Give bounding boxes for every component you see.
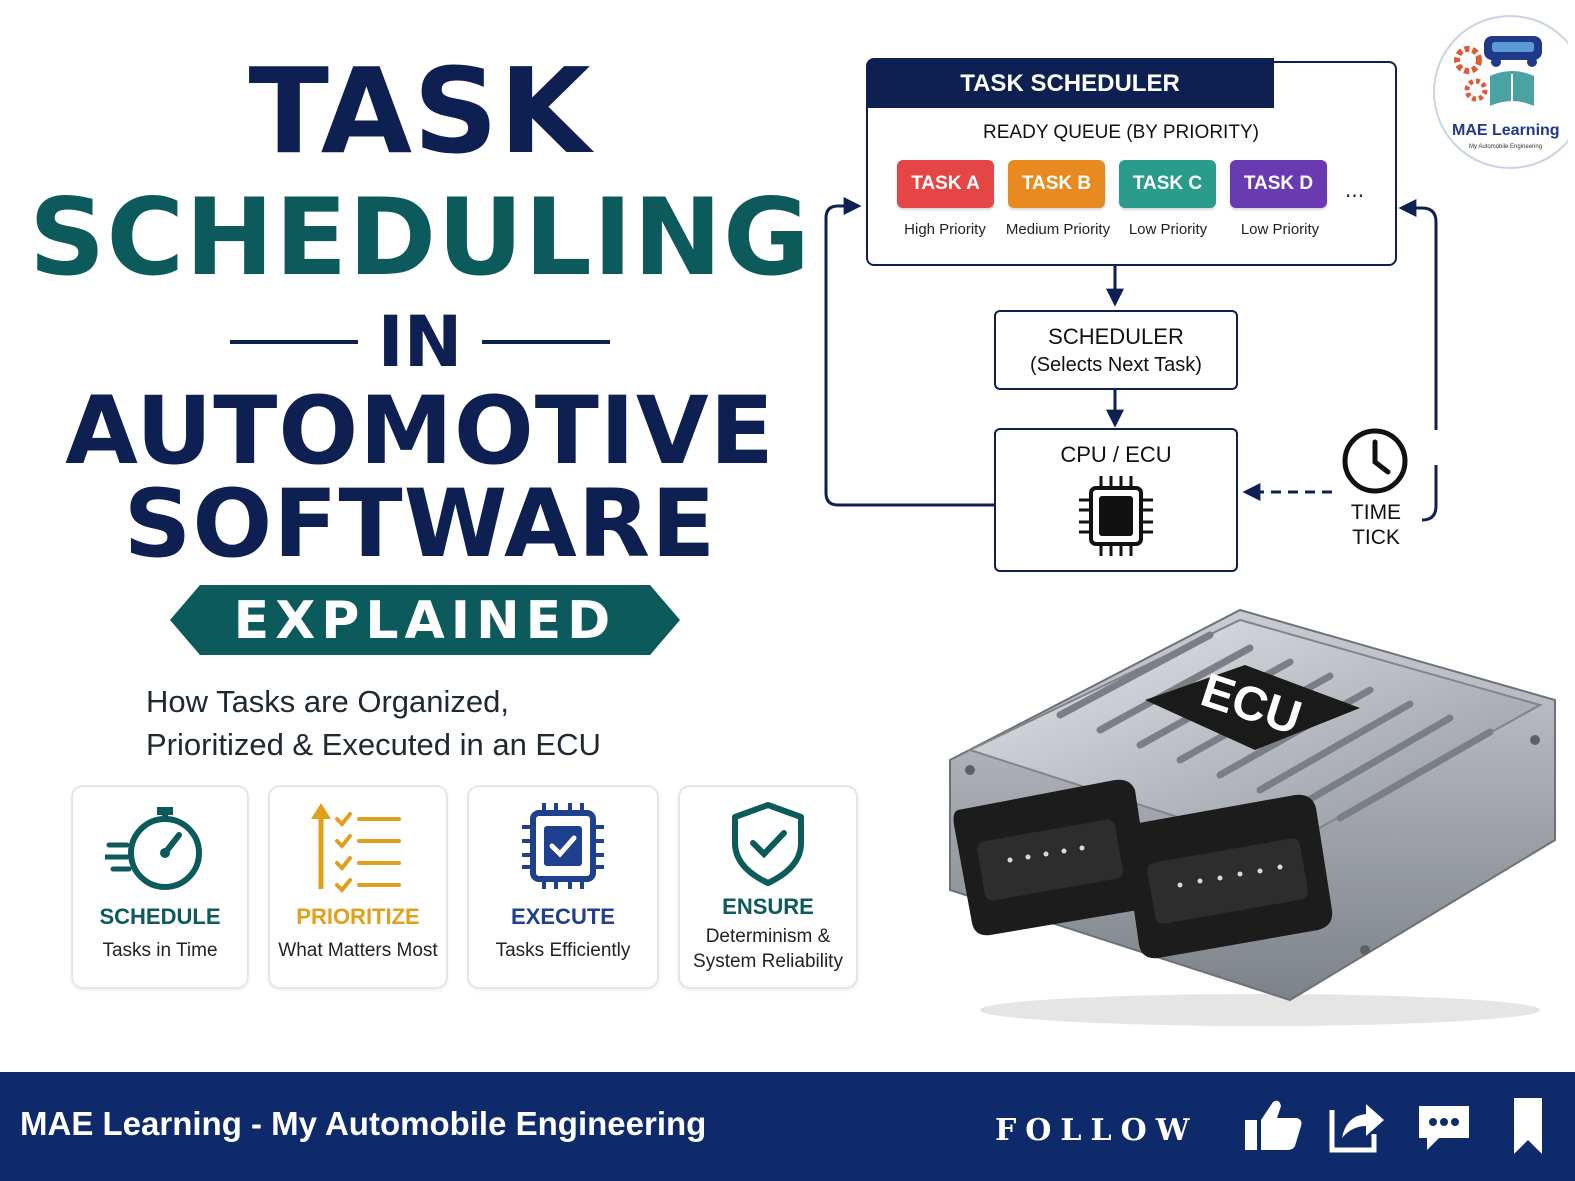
cpu-ecu-label: CPU / ECU <box>1060 442 1172 467</box>
comment-icon[interactable] <box>1415 1096 1473 1154</box>
title-in-row: IN <box>230 301 610 383</box>
task-c: TASK C <box>1119 160 1216 208</box>
divider-left <box>230 340 358 344</box>
queue-ellipsis: ... <box>1345 178 1365 202</box>
like-icon[interactable] <box>1243 1096 1305 1154</box>
ecu-unit-illustration: ECU <box>949 608 1556 1026</box>
loop-tick-to-queue <box>1421 465 1438 522</box>
logo-name: MAE Learning <box>1452 122 1560 139</box>
time-tick-line-2: TICK <box>1352 526 1400 549</box>
footer-title: MAE Learning - My Automobile Engineering <box>20 1105 707 1142</box>
task-b-priority: Medium Priority <box>1005 221 1111 238</box>
subtitle-line-2: Prioritized & Executed in an ECU <box>146 727 601 762</box>
card-title: ENSURE <box>722 894 814 919</box>
title-line-in: IN <box>377 301 463 383</box>
task-d: TASK D <box>1230 160 1327 208</box>
subtitle: How Tasks are Organized, Prioritized & E… <box>146 680 601 766</box>
shield-check-icon <box>732 802 804 886</box>
explained-banner <box>170 585 680 655</box>
title-line-software: SOFTWARE <box>123 470 717 579</box>
cpu-ecu-box: CPU / ECU <box>994 428 1238 572</box>
task-a-priority: High Priority <box>904 221 986 238</box>
card-subtitle: Tasks in Time <box>102 940 218 961</box>
card-schedule: SCHEDULE Tasks in Time <box>71 785 249 989</box>
cpu-chip-icon <box>1079 476 1153 556</box>
divider-right <box>482 340 610 344</box>
task-scheduler-header: TASK SCHEDULER <box>866 58 1274 108</box>
card-subtitle: What Matters Most <box>278 940 438 961</box>
task-d-priority: Low Priority <box>1240 221 1320 238</box>
banner-label: EXPLAINED <box>233 591 617 651</box>
task-b: TASK B <box>1008 160 1105 208</box>
card-title: SCHEDULE <box>99 904 221 929</box>
title-line-task: TASK <box>248 42 592 180</box>
time-tick-label: TIME TICK <box>1340 500 1412 550</box>
card-ensure: ENSURE Determinism & System Reliability <box>678 785 858 989</box>
chip-check-icon <box>522 803 604 889</box>
card-subtitle: Tasks Efficiently <box>495 940 631 961</box>
bookmark-icon[interactable] <box>1508 1096 1548 1158</box>
loop-right-up <box>1398 199 1438 430</box>
card-subtitle-line-1: Determinism & <box>705 926 831 947</box>
task-a: TASK A <box>897 160 994 208</box>
clock-icon <box>1342 428 1408 494</box>
footer-bar <box>0 1072 1575 1181</box>
task-c-priority: Low Priority <box>1128 221 1208 238</box>
scheduler-title: SCHEDULER <box>1048 324 1184 349</box>
share-icon[interactable] <box>1326 1096 1388 1154</box>
title-line-scheduling: SCHEDULING <box>28 176 812 299</box>
time-tick-line-1: TIME <box>1350 501 1402 524</box>
scheduler-subtitle: (Selects Next Task) <box>1030 354 1202 376</box>
stopwatch-icon <box>105 807 202 890</box>
follow-label: FOLLOW <box>995 1113 1199 1148</box>
logo-tagline: My Automobile Engineering <box>1469 144 1543 150</box>
loop-cpu-to-queue <box>824 197 994 507</box>
card-title: PRIORITIZE <box>296 904 420 929</box>
scheduler-box: SCHEDULER (Selects Next Task) <box>994 310 1238 390</box>
card-subtitle: Determinism & System Reliability <box>680 924 856 974</box>
priority-list-icon <box>311 803 401 893</box>
card-execute: EXECUTE Tasks Efficiently <box>467 785 659 989</box>
ready-queue-label: READY QUEUE (BY PRIORITY) <box>983 122 1259 143</box>
mae-learning-logo <box>1433 15 1568 169</box>
card-prioritize: PRIORITIZE What Matters Most <box>268 785 448 989</box>
title-line-automotive: AUTOMOTIVE <box>65 377 775 486</box>
subtitle-line-1: How Tasks are Organized, <box>146 684 509 719</box>
card-title: EXECUTE <box>511 904 615 929</box>
card-subtitle-line-2: System Reliability <box>693 951 843 972</box>
